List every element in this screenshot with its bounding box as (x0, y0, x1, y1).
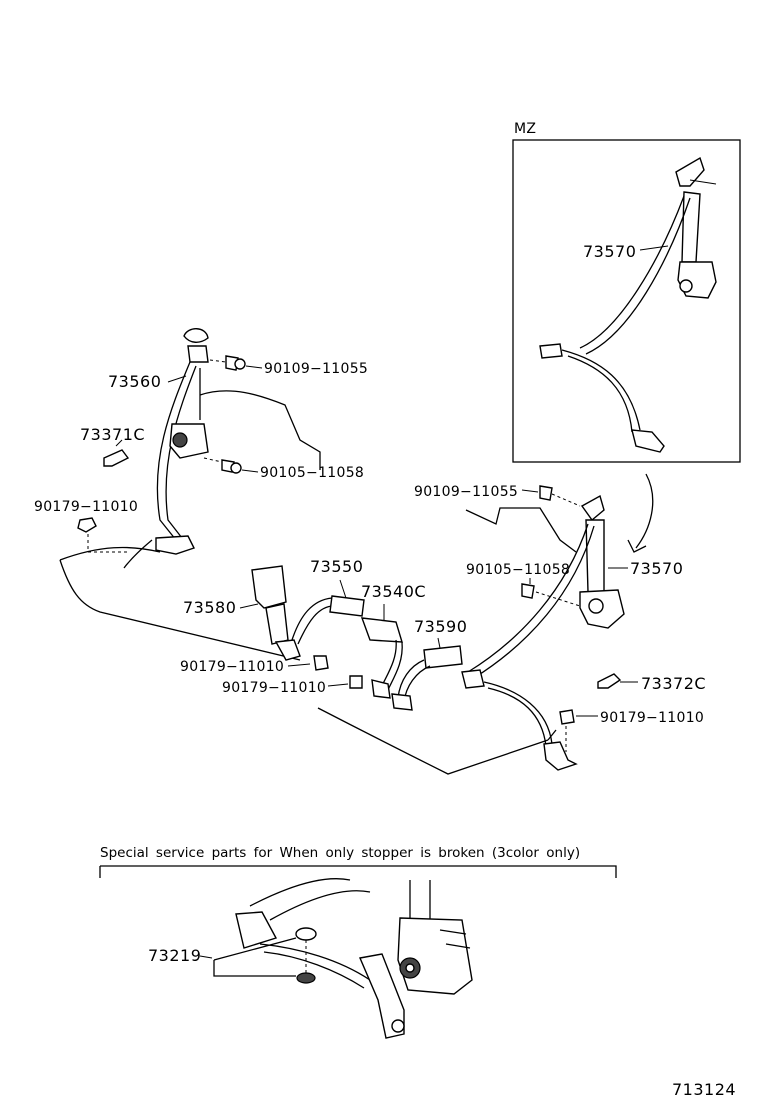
callout-73560: 73560 (108, 372, 161, 391)
left-seat-outline (59, 390, 321, 661)
mz-inset: MZ 73570 (512, 121, 741, 463)
leader-73219 (199, 955, 213, 959)
inset-title: MZ (514, 121, 536, 137)
callout-73550: 73550 (310, 557, 363, 576)
nut-90179-mid2[interactable] (327, 675, 363, 689)
part-73550[interactable] (291, 595, 365, 645)
callout-90179-mid2: 90179−11010 (222, 680, 326, 696)
part-73590[interactable] (391, 645, 463, 711)
special-note: Special service parts for When only stop… (100, 845, 580, 861)
part-73371c[interactable] (103, 439, 130, 467)
callout-73371c: 73371C (80, 425, 145, 444)
special-service-section: Special service parts for When only stop… (99, 845, 617, 878)
callout-90179-mid1: 90179−11010 (180, 659, 284, 675)
callout-73570-right: 73570 (630, 559, 683, 578)
nut-90179-mid1[interactable] (287, 655, 329, 671)
part-73580-buckle[interactable] (251, 565, 301, 661)
leader-73590 (437, 637, 441, 649)
nut-90179-right[interactable] (559, 709, 598, 752)
callout-73590: 73590 (414, 617, 467, 636)
diagram-number: 713124 (672, 1080, 736, 1099)
inset-belt-73570[interactable] (539, 156, 717, 453)
callout-90105-left: 90105−11058 (260, 465, 364, 481)
bolt-90105-left[interactable] (203, 457, 259, 474)
callout-90179-right: 90179−11010 (600, 710, 704, 726)
bolt-90109-left[interactable] (209, 355, 263, 371)
callout-90105-right: 90105−11058 (466, 562, 570, 578)
part-73570-right-belt[interactable] (461, 494, 625, 771)
inset-arrow (635, 473, 654, 549)
leader-73580 (239, 603, 259, 609)
bolt-90109-right[interactable] (521, 485, 581, 507)
callout-90179-left: 90179−11010 (34, 499, 138, 515)
nut-90179-left[interactable] (77, 517, 128, 553)
part-73540c[interactable] (360, 617, 403, 699)
leader-73550 (339, 579, 347, 599)
part-73219-stopper[interactable] (213, 927, 317, 984)
leader-73570-inset (639, 245, 669, 251)
bolt-90105-right[interactable] (521, 578, 581, 607)
callout-73219: 73219 (148, 946, 201, 965)
special-bracket (99, 865, 617, 878)
inset-frame (512, 139, 741, 463)
special-retractor-assembly[interactable] (235, 878, 473, 1039)
right-seat-outline (317, 507, 577, 775)
callout-73372c: 73372C (641, 674, 706, 693)
leader-73560 (167, 375, 187, 383)
part-73372c[interactable] (597, 673, 638, 689)
callout-73580: 73580 (183, 598, 236, 617)
callout-73540c: 73540C (361, 582, 426, 601)
callout-73570-inset: 73570 (583, 242, 636, 261)
callout-90109-left: 90109−11055 (264, 361, 368, 377)
callout-90109-right: 90109−11055 (414, 484, 518, 500)
part-73560-belt[interactable] (123, 328, 209, 569)
